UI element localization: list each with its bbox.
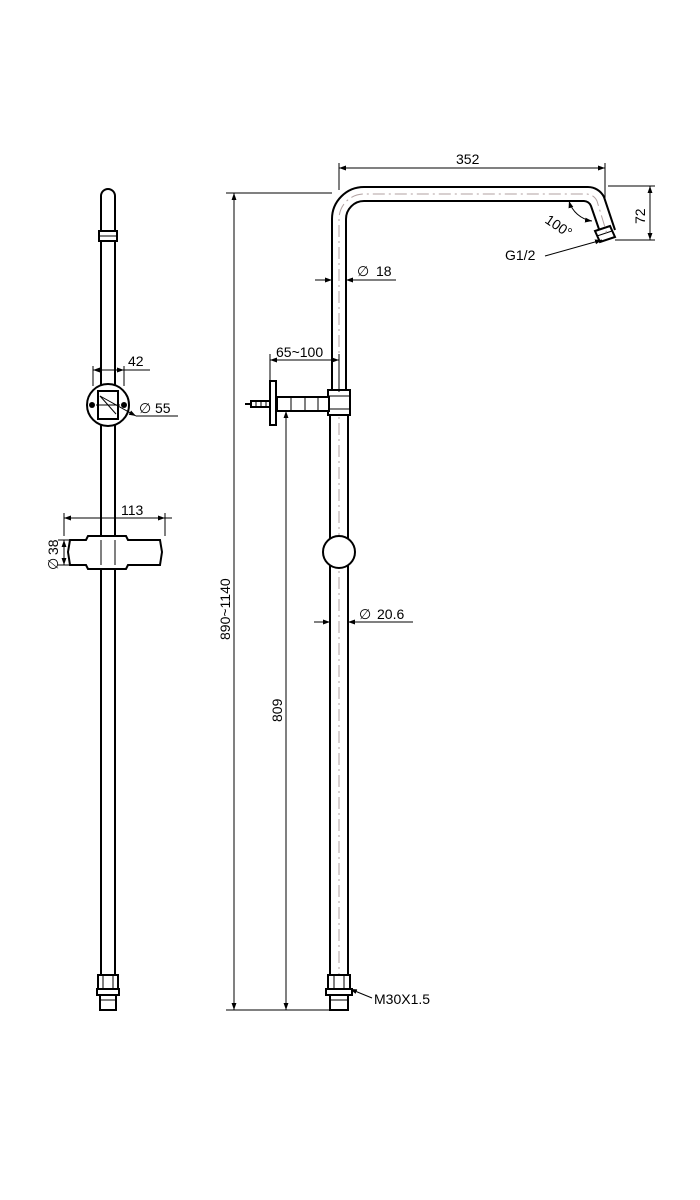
diameter-symbol: ∅ [357,263,369,279]
pipe-top-cap [100,188,116,232]
diverter-joint [327,389,351,416]
front-view: 352 72 100° G1/2 ∅ 18 65~100 ∅ 20.6 [217,151,655,1011]
dim-lower-pipe-diameter: 20.6 [377,606,404,622]
bottom-fitting-left [96,974,120,1011]
slider-holder [66,535,164,570]
side-view: 42 ∅ 55 113 ∅ 38 [45,188,178,1011]
outlet-thread-label: G1/2 [505,247,536,263]
dim-upper-pipe-diameter: 18 [376,263,392,279]
bracket-screw-right [121,402,127,408]
dim-slider-diameter: 38 [45,539,61,555]
inlet-connector [276,396,330,412]
dim-arm-angle: 100° [542,211,575,240]
diameter-symbol: ∅ [45,558,61,570]
dim-bracket-diameter: 55 [155,400,171,416]
dim-arm-drop: 72 [632,208,648,224]
wall-inlet [245,380,330,426]
diameter-symbol: ∅ [359,606,371,622]
outlet-nut [593,224,617,244]
wall-bracket [86,383,130,427]
diameter-symbol: ∅ [139,400,151,416]
diverter-knob [322,535,356,569]
shower-arm-outer [331,186,616,390]
dim-inlet-height: 809 [269,698,285,722]
dim-arm-length: 352 [456,151,480,167]
dim-bracket-width: 42 [128,353,144,369]
bracket-screw-left [89,402,95,408]
inlet-thread-label: M30X1.5 [374,991,430,1007]
dim-total-height: 890~1140 [217,578,233,640]
bottom-fitting-right [325,974,353,1011]
dim-slider-width: 113 [121,502,144,518]
dim-wall-offset: 65~100 [276,344,323,360]
